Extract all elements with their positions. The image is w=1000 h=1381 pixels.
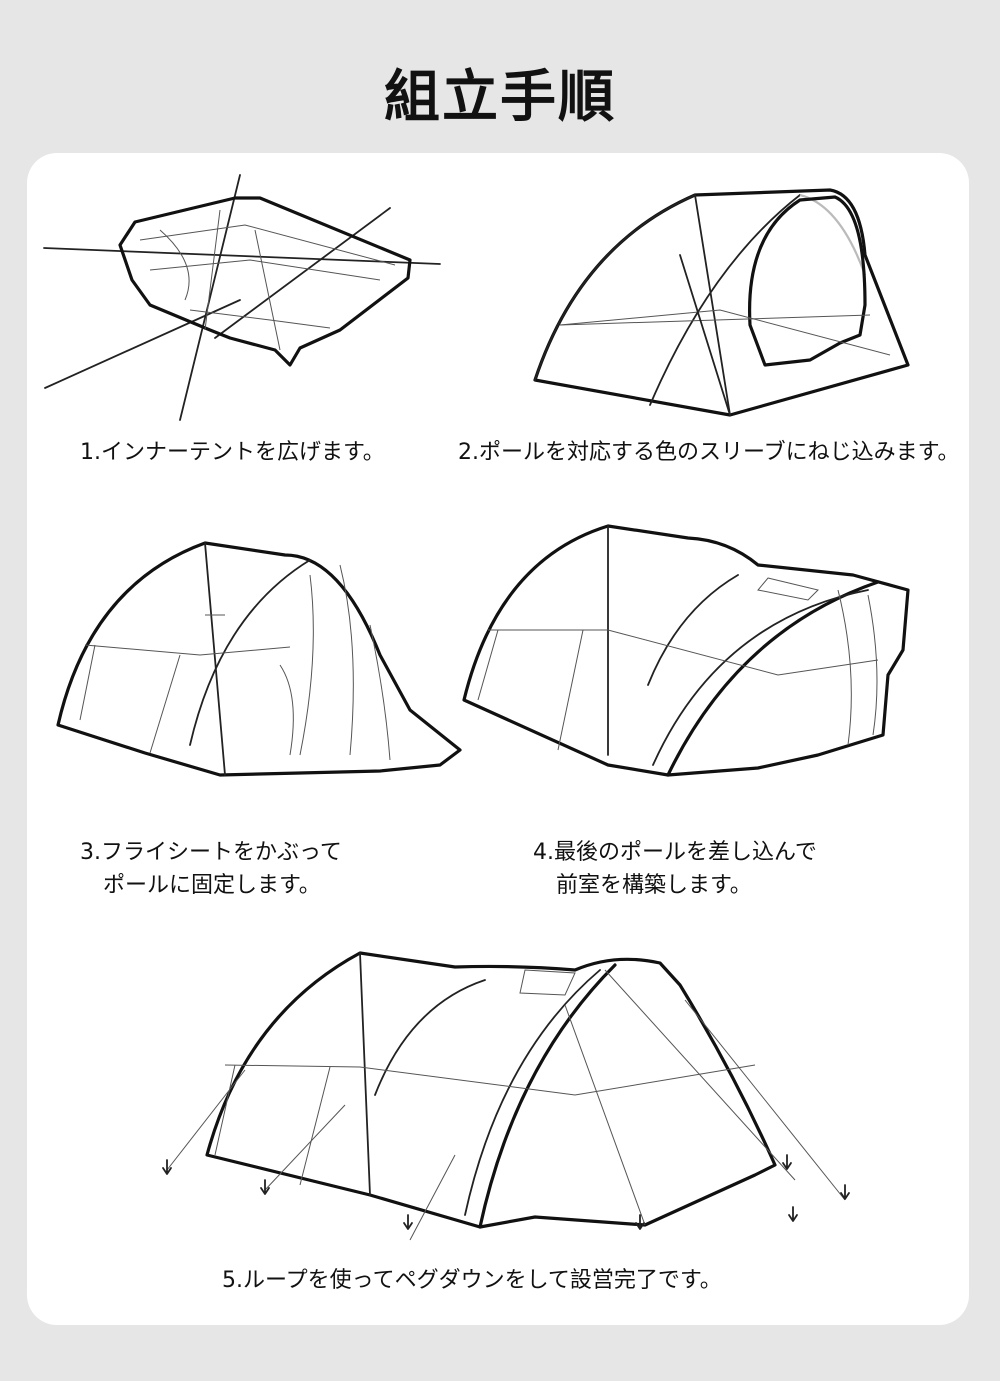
instruction-card (27, 153, 969, 1325)
page-title: 組立手順 (384, 65, 616, 130)
step5-illustration (155, 945, 855, 1250)
step2-illustration (520, 175, 920, 425)
step4-caption-line1: 4.最後のポールを差し込んで (533, 840, 817, 865)
step4-caption-line2: 前室を構築します。 (556, 873, 752, 898)
step4-illustration (458, 520, 918, 780)
step1-illustration (40, 170, 450, 425)
step3-caption-line2: ポールに固定します。 (103, 873, 321, 898)
step5-caption: 5.ループを使ってペグダウンをして設営完了です。 (222, 1268, 722, 1293)
step3-caption-line1: 3.フライシートをかぶって (80, 840, 342, 865)
step4-caption: 4.最後のポールを差し込んで 前室を構築します。 (533, 836, 817, 902)
step3-caption: 3.フライシートをかぶって ポールに固定します。 (80, 836, 342, 902)
step1-caption: 1.インナーテントを広げます。 (80, 440, 385, 465)
step2-caption: 2.ポールを対応する色のスリーブにねじ込みます。 (458, 440, 960, 465)
step3-illustration (50, 535, 465, 780)
